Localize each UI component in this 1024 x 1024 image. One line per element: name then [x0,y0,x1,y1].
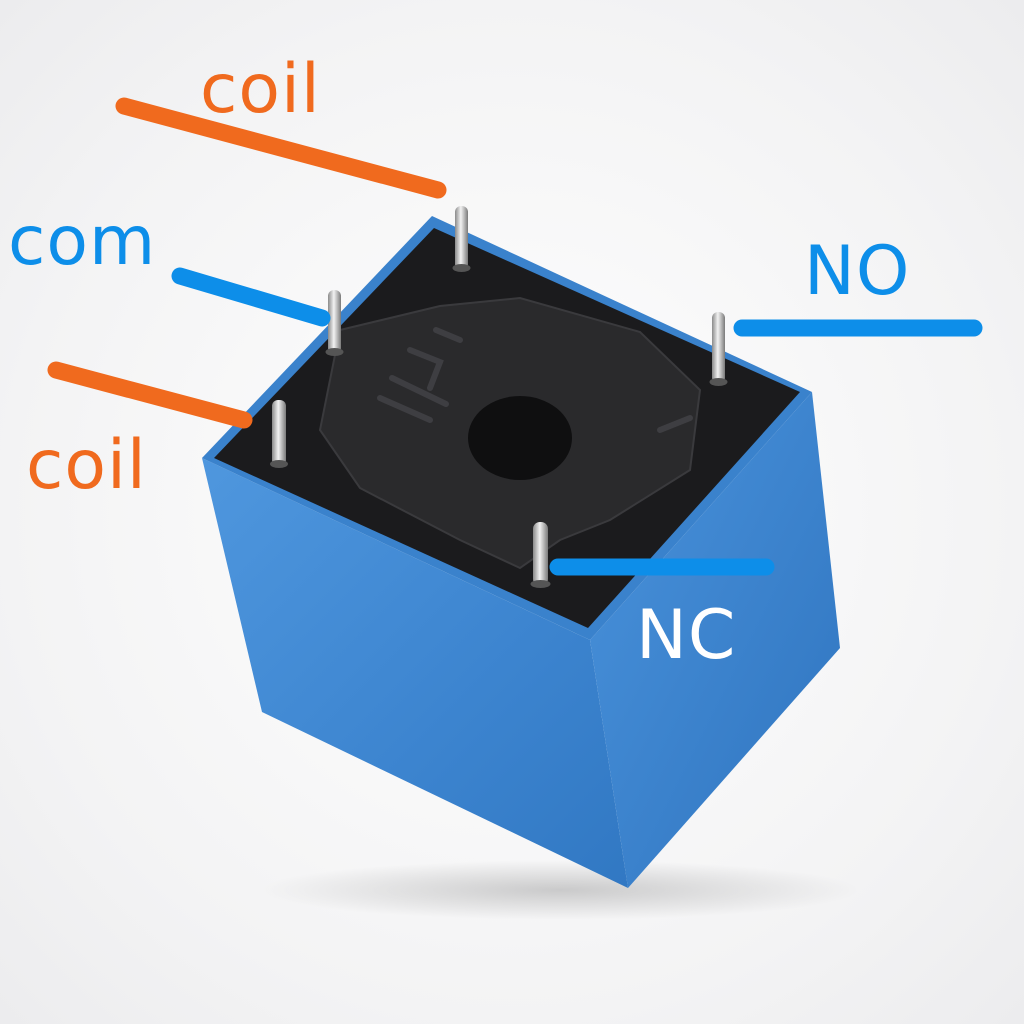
relay-side-face [590,392,840,888]
pin-com [325,290,344,356]
pin-coil-top [452,206,471,272]
com-leader-line [171,267,331,327]
relay-pins [270,206,728,588]
relay-front-face [202,458,628,888]
pin-nc [530,522,551,588]
coil-bottom-leader-line [47,361,253,429]
coil-bottom-label: coil [26,426,147,505]
coil-top-leader-line [115,97,447,199]
no-label: NO [804,232,911,311]
relay-component-icon [202,206,840,888]
floor-shadow [260,860,860,920]
relay-embossed-logo [377,327,693,433]
leader-lines [47,97,983,576]
relay-circular-recess [468,396,572,480]
pin-no [709,312,728,386]
pin-coil-bottom [270,400,288,468]
coil-top-label: coil [200,50,321,129]
nc-label: NC [636,596,737,675]
com-label: com [8,202,157,281]
